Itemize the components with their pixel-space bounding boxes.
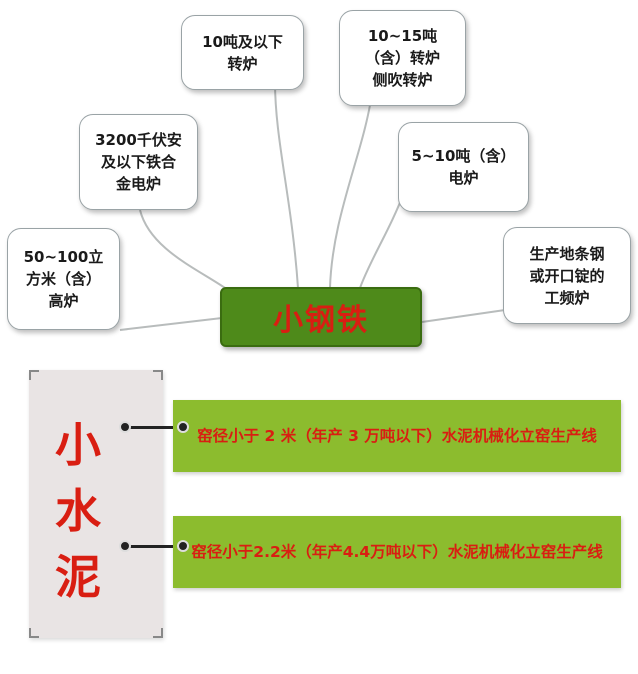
cement-title-char: 泥 — [55, 550, 101, 604]
node-blast-furnace: 50~100立 方米（含） 高炉 — [7, 228, 120, 330]
cement-item-1: 窑径小于 2 米（年产 3 万吨以下）水泥机械化立窑生产线 — [173, 400, 621, 472]
cement-connector-1 — [127, 426, 183, 429]
panel-corner — [29, 628, 39, 638]
node-side-blown: 10~15吨 （含）转炉 侧吹转炉 — [339, 10, 466, 106]
line-induction-furnace — [421, 309, 506, 323]
connector-dot — [119, 421, 131, 433]
line-ferroalloy — [139, 209, 229, 291]
node-converter-small: 10吨及以下 转炉 — [181, 15, 304, 90]
panel-corner — [153, 628, 163, 638]
cement-title-char: 水 — [55, 484, 101, 538]
node-ferroalloy: 3200千伏安 及以下铁合 金电炉 — [79, 114, 198, 210]
panel-corner — [153, 370, 163, 380]
connector-dot — [177, 540, 189, 552]
panel-corner — [29, 370, 39, 380]
center-small-steel: 小钢铁 — [220, 287, 422, 347]
cement-panel — [29, 370, 163, 638]
connector-dot — [119, 540, 131, 552]
cement-connector-2 — [127, 545, 183, 548]
cement-title-char: 小 — [55, 418, 101, 472]
line-converter-small — [274, 81, 299, 289]
node-electric-furnace: 5~10吨（含） 电炉 — [398, 122, 529, 212]
connector-dot — [177, 421, 189, 433]
line-side-blown — [329, 104, 371, 289]
line-electric-furnace — [359, 189, 406, 289]
node-induction-furnace: 生产地条钢 或开口锭的 工频炉 — [503, 227, 631, 324]
cement-item-2: 窑径小于2.2米（年产4.4万吨以下）水泥机械化立窑生产线 — [173, 516, 621, 588]
cement-title: 小 水 泥 — [48, 412, 108, 610]
line-blast-furnace — [119, 317, 223, 331]
